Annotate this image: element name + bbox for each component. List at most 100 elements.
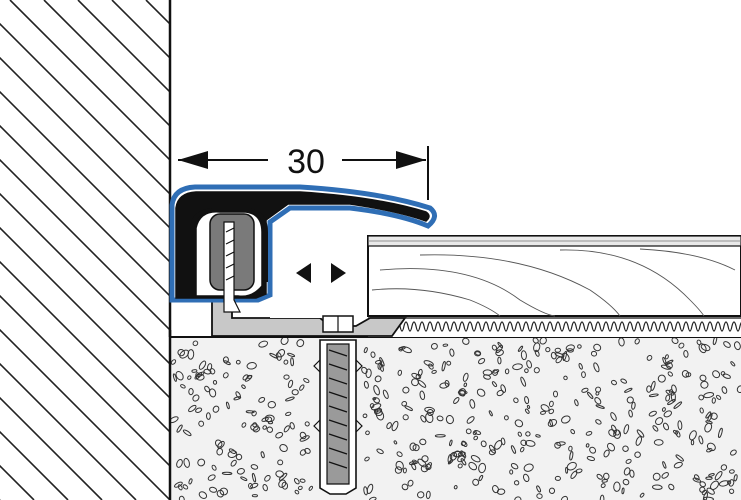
dimension-line xyxy=(178,146,429,200)
concrete-pebble xyxy=(554,475,561,481)
concrete-pebble xyxy=(262,484,268,492)
concrete-pebble xyxy=(533,367,540,374)
concrete-pebble xyxy=(524,408,530,414)
concrete-pebble xyxy=(534,349,540,357)
concrete-pebble xyxy=(376,448,384,455)
concrete-pebble xyxy=(299,384,305,391)
concrete-pebble xyxy=(285,396,295,402)
concrete-pebble xyxy=(565,344,575,352)
wall-hatch-line xyxy=(0,362,137,500)
concrete-pebble xyxy=(176,424,183,433)
concrete-pebble xyxy=(420,464,429,473)
concrete-pebble xyxy=(258,396,266,403)
concrete-pebble xyxy=(283,359,289,365)
concrete-pebble xyxy=(671,337,679,345)
concrete-pebble xyxy=(493,369,500,374)
concrete-pebble xyxy=(733,341,741,351)
concrete-pebble xyxy=(362,413,368,419)
concrete-pebble xyxy=(652,472,661,481)
concrete-pebble xyxy=(203,368,212,375)
concrete-pebble xyxy=(577,344,582,349)
wall-plug xyxy=(313,339,363,495)
concrete-pebble xyxy=(365,430,370,436)
wall-hatch-line xyxy=(0,192,170,366)
concrete-pebble xyxy=(522,473,530,483)
concrete-pebble xyxy=(517,345,524,352)
concrete-pebble xyxy=(473,435,479,441)
concrete-pebble xyxy=(188,404,197,413)
concrete-pebble xyxy=(246,362,257,370)
concrete-pebble xyxy=(170,359,177,365)
concrete-pebble xyxy=(556,441,566,446)
concrete-pebble xyxy=(590,350,598,357)
concrete-pebble xyxy=(614,429,620,436)
wall-hatch-line xyxy=(77,0,170,94)
concrete-pebble xyxy=(601,479,608,483)
concrete-pebble xyxy=(575,468,583,474)
concrete-pebble xyxy=(621,487,625,495)
concrete-subfloor xyxy=(168,330,741,500)
concrete-pebble xyxy=(620,378,628,384)
concrete-pebble xyxy=(195,407,203,413)
concrete-pebble xyxy=(478,474,484,482)
concrete-pebble xyxy=(285,411,292,417)
wall-hatch-line xyxy=(9,0,170,162)
concrete-pebble xyxy=(441,360,446,372)
concrete-pebble xyxy=(495,349,504,357)
concrete-pebble xyxy=(444,379,450,388)
concrete-pebble xyxy=(494,440,503,450)
concrete-pebble xyxy=(412,444,420,452)
concrete-pebble xyxy=(629,469,635,478)
concrete-pebble xyxy=(526,404,531,409)
concrete-pebble xyxy=(736,385,741,394)
concrete-pebble xyxy=(411,462,417,471)
concrete-pebble xyxy=(622,478,630,486)
concrete-pebble xyxy=(662,461,667,469)
concrete-pebble xyxy=(227,450,238,458)
concrete-pebble xyxy=(391,420,399,432)
concrete-pebble xyxy=(699,374,707,382)
concrete-pebble xyxy=(240,476,248,481)
concrete-pebble xyxy=(457,463,463,469)
concrete-pebble xyxy=(525,431,531,437)
concrete-pebble xyxy=(595,404,605,409)
concrete-pebble xyxy=(452,450,463,458)
concrete-pebble xyxy=(730,361,736,367)
concrete-pebble xyxy=(183,457,190,468)
concrete-pebble xyxy=(476,388,486,397)
concrete-pebble xyxy=(512,363,523,371)
concrete-pebble xyxy=(688,430,697,441)
concrete-pebble xyxy=(411,459,418,464)
concrete-pebble xyxy=(472,430,477,436)
concrete-pebble xyxy=(699,407,704,414)
concrete-pebble xyxy=(277,348,286,358)
concrete-pebble xyxy=(299,478,306,483)
concrete-pebble xyxy=(187,375,192,380)
concrete-pebble xyxy=(673,401,683,409)
concrete-pebble xyxy=(277,459,284,466)
concrete-pebble xyxy=(628,409,633,418)
concrete-pebble xyxy=(222,356,229,364)
concrete-pebble xyxy=(299,431,307,440)
concrete-pebble xyxy=(252,426,261,433)
concrete-pebble xyxy=(182,429,192,437)
concrete-pebble xyxy=(401,400,408,407)
concrete-pebble xyxy=(430,342,438,350)
concrete-pebble xyxy=(287,379,294,389)
concrete-pebble xyxy=(611,424,617,433)
concrete-pebble xyxy=(728,488,735,494)
concrete-pebble xyxy=(265,416,273,423)
concrete-pebble xyxy=(509,469,514,475)
concrete-pebble xyxy=(366,483,374,495)
concrete-pebble xyxy=(462,372,469,382)
concrete-pebble xyxy=(204,385,211,393)
concrete-pebble xyxy=(540,404,550,412)
concrete-pebble xyxy=(646,385,652,393)
concrete-pebble xyxy=(425,463,432,470)
concrete-pebble xyxy=(603,449,610,458)
concrete-pebble xyxy=(581,387,589,393)
concrete-pebble xyxy=(478,357,486,365)
concrete-pebble xyxy=(373,408,379,412)
concrete-pebble xyxy=(374,408,383,417)
concrete-pebble xyxy=(370,351,376,358)
